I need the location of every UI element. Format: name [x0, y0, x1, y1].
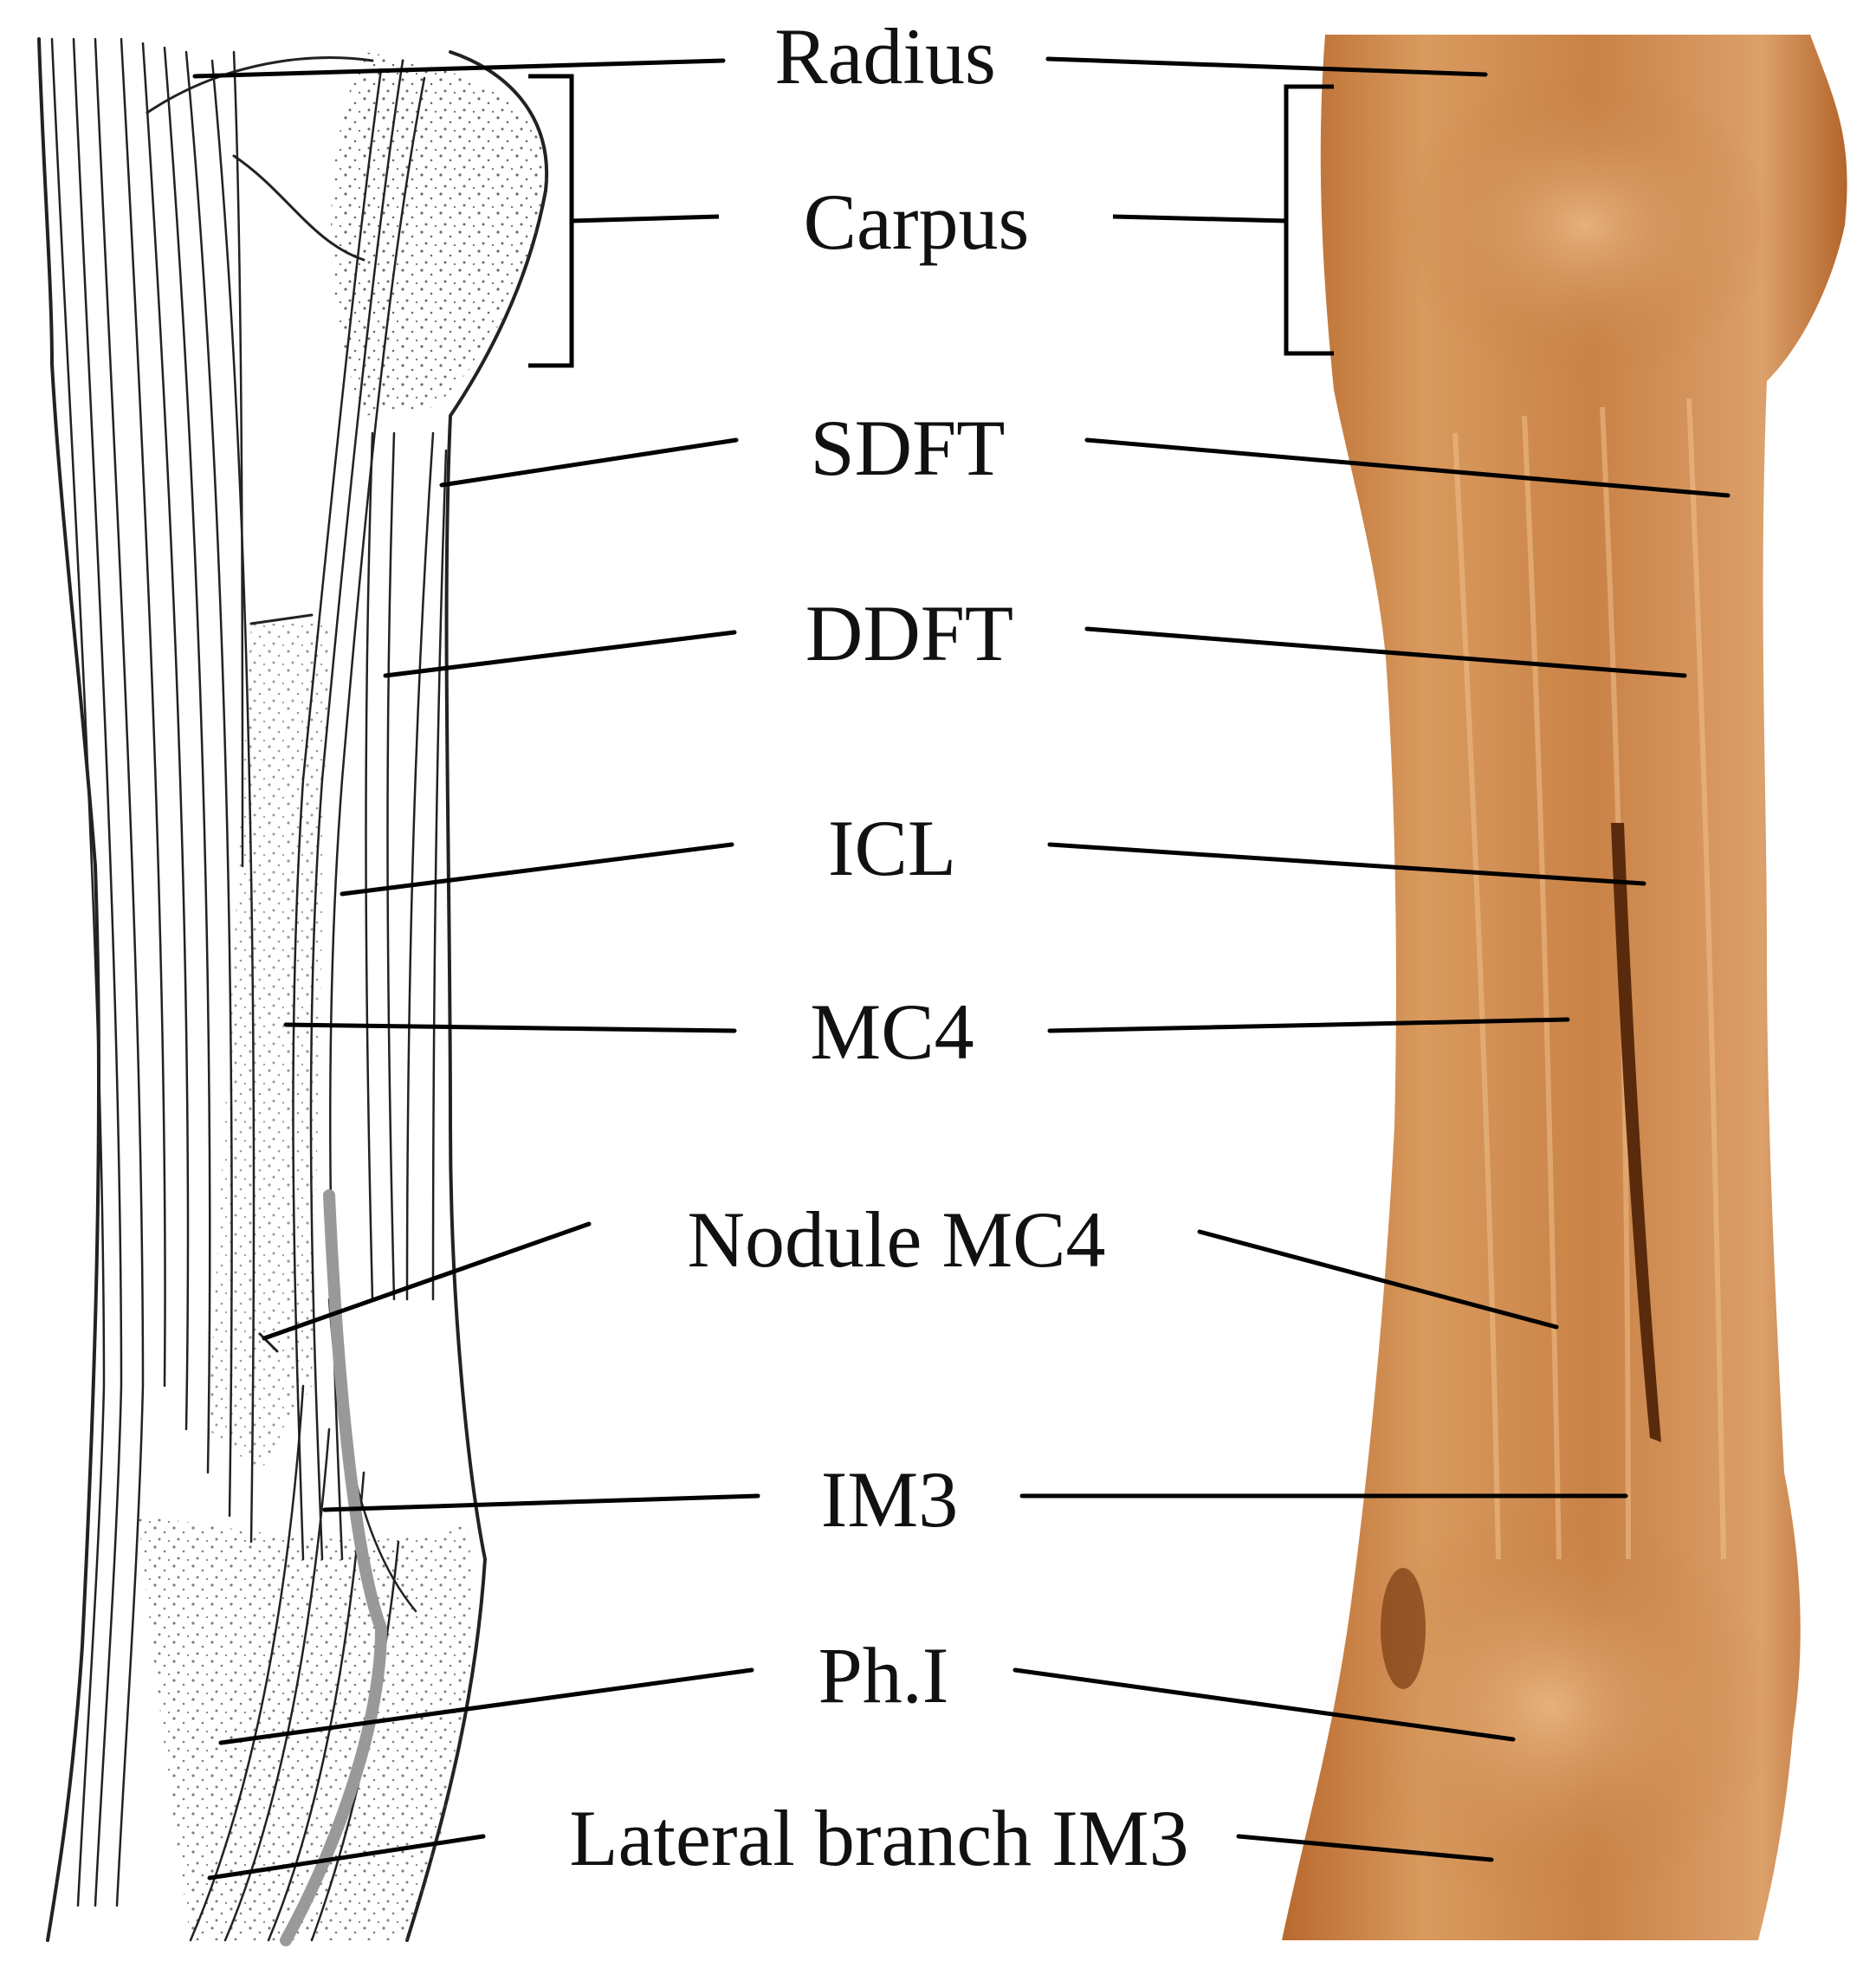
vessel-im3 [280, 1189, 388, 1946]
labels: Radius Carpus SDFT DDFT ICL MC4 Nodule M… [569, 12, 1188, 1882]
label-ph1: Ph.I [818, 1631, 949, 1719]
label-sdft: SDFT [811, 404, 1006, 492]
specimen-carpal-highlight [1394, 69, 1776, 381]
specimen-groove [1611, 823, 1661, 1442]
specimen-fetlock-highlight [1325, 1507, 1776, 1906]
label-carpus: Carpus [804, 178, 1030, 266]
label-im3: IM3 [821, 1455, 958, 1544]
carpus-bracket-right [1112, 84, 1334, 356]
stipple-fetlock [139, 1516, 473, 1940]
specimen-tendon-lines [1452, 398, 1726, 1560]
leader-lines [192, 56, 1730, 1881]
tendon-strands [50, 37, 448, 1942]
specimen-photo-panel [1282, 35, 1847, 1940]
label-lateral-branch-im3: Lateral branch IM3 [569, 1794, 1188, 1882]
label-mc4: MC4 [810, 987, 974, 1076]
specimen-silhouette [1282, 35, 1847, 1940]
specimen-shadow-fetlock [1381, 1568, 1426, 1689]
label-ddft: DDFT [805, 589, 1013, 677]
carpus-bracket-left [528, 74, 720, 368]
line-drawing-panel [37, 37, 549, 1946]
label-nodule-mc4: Nodule MC4 [688, 1195, 1106, 1284]
label-icl: ICL [828, 804, 956, 892]
label-radius: Radius [774, 12, 996, 100]
stipple-carpus [331, 52, 547, 416]
